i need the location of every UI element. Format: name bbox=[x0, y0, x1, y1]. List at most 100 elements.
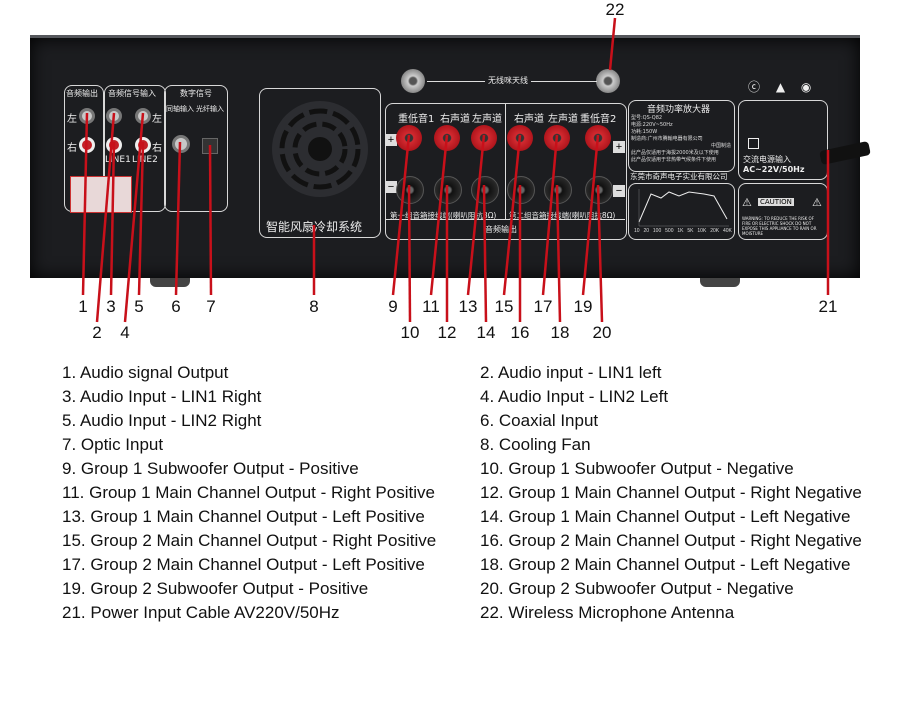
plus-sign: + bbox=[385, 134, 397, 146]
callout-number: 16 bbox=[510, 323, 530, 342]
callout-number: 15 bbox=[494, 297, 514, 316]
label: 无线咪天线 bbox=[485, 75, 531, 86]
callout-number: 19 bbox=[573, 297, 593, 316]
legend-item: 20. Group 2 Subwoofer Output - Negative bbox=[480, 579, 794, 598]
label: 音频输出 bbox=[485, 225, 517, 234]
label: 音频信号输入 bbox=[108, 89, 156, 98]
legend-item: 6. Coaxial Input bbox=[480, 411, 599, 430]
callout-lines bbox=[81, 17, 830, 323]
legend-item: 4. Audio Input - LIN2 Left bbox=[480, 387, 669, 406]
freq-tick: 500 bbox=[665, 228, 674, 234]
label: LINE1 bbox=[105, 155, 131, 165]
callout-number: 8 bbox=[309, 297, 319, 316]
legend-item: 14. Group 1 Main Channel Output - Left N… bbox=[480, 507, 851, 526]
legend-item: 18. Group 2 Main Channel Output - Left N… bbox=[480, 555, 851, 574]
warning-triangle-icon: ⚠ bbox=[742, 196, 752, 209]
frequency-response-chart bbox=[628, 183, 735, 240]
legend-item: 8. Cooling Fan bbox=[480, 435, 591, 454]
legend-item: 21. Power Input Cable AV220V/50Hz bbox=[62, 603, 340, 622]
callout-number: 22 bbox=[605, 0, 625, 19]
callout-number: 4 bbox=[120, 323, 130, 342]
antenna-connector-1[interactable] bbox=[401, 69, 425, 93]
legend-item: 17. Group 2 Main Channel Output - Left P… bbox=[62, 555, 425, 574]
amplifier-rear-panel: 音频输出 音频信号输入 数字信号 同轴输入 光纤输入 左 右 左 右 LINE1… bbox=[30, 35, 871, 278]
label: 音频输出 bbox=[66, 89, 98, 98]
callout-number: 7 bbox=[206, 297, 216, 316]
frequency-curve-icon bbox=[638, 189, 729, 227]
divider bbox=[385, 219, 625, 220]
antenna-connector-2[interactable] bbox=[596, 69, 620, 93]
callout-number: 3 bbox=[106, 297, 116, 316]
callout-number: 10 bbox=[400, 323, 420, 342]
label: LINE2 bbox=[132, 155, 158, 165]
legend-item: 1. Audio signal Output bbox=[62, 363, 229, 382]
label: 数字信号 bbox=[180, 89, 212, 98]
nameplate-line: 制造商:广州市腾翰电器有限公司 bbox=[631, 136, 703, 142]
device-foot bbox=[150, 275, 190, 287]
label: WARNING: TO REDUCE THE RISK OF FIRE OR E… bbox=[742, 216, 817, 236]
label: 交流电源输入 bbox=[743, 155, 791, 164]
label: 重低音2 bbox=[580, 114, 617, 125]
legend-item: 5. Audio Input - LIN2 Right bbox=[62, 411, 262, 430]
callout-number: 12 bbox=[437, 323, 457, 342]
freq-tick: 10 bbox=[634, 228, 640, 234]
digital-signal-group bbox=[164, 85, 228, 212]
label: 第一组音箱接线端(喇叭阻抗8Ω) bbox=[390, 211, 497, 220]
callout-number: 13 bbox=[458, 297, 478, 316]
minus-sign: − bbox=[385, 181, 397, 193]
nameplate-line: 型号:QS-Q82 bbox=[631, 115, 663, 121]
legend-item: 9. Group 1 Subwoofer Output - Positive bbox=[62, 459, 359, 478]
label: 右 bbox=[152, 143, 162, 154]
legend-item: 12. Group 1 Main Channel Output - Right … bbox=[480, 483, 862, 502]
label: AC~22V/50Hz bbox=[743, 165, 805, 174]
callout-number: 1 bbox=[78, 297, 88, 316]
legend-item: 11. Group 1 Main Channel Output - Right … bbox=[62, 483, 435, 502]
warning-triangle-icon: ⚠ bbox=[812, 196, 822, 209]
legend-item: 7. Optic Input bbox=[62, 435, 164, 454]
nameplate-line: 功耗:150W bbox=[631, 129, 658, 135]
label: 左 bbox=[152, 114, 162, 125]
legend-item: 2. Audio input - LIN1 left bbox=[480, 363, 662, 382]
label: 左声道 bbox=[472, 114, 502, 125]
qr-label-sticker bbox=[70, 176, 132, 213]
callout-number: 11 bbox=[422, 297, 440, 316]
nameplate-line: 电源:220V~50Hz bbox=[631, 122, 673, 128]
freq-tick: 100 bbox=[652, 228, 662, 234]
label: 同轴输入 bbox=[166, 105, 194, 113]
legend-item: 15. Group 2 Main Channel Output - Right … bbox=[62, 531, 437, 550]
nameplate-line: 中国制造 bbox=[710, 143, 731, 149]
legend-item: 3. Audio Input - LIN1 Right bbox=[62, 387, 262, 406]
label: CAUTION bbox=[758, 198, 794, 206]
double-insulation-icon bbox=[748, 138, 759, 149]
legend-item: 16. Group 2 Main Channel Output - Right … bbox=[480, 531, 862, 550]
legend-item: 10. Group 1 Subwoofer Output - Negative bbox=[480, 459, 794, 478]
power-input-label bbox=[738, 100, 828, 180]
speaker-terminal-group bbox=[385, 103, 627, 240]
callout-number: 5 bbox=[134, 297, 144, 316]
callout-number: 14 bbox=[476, 323, 496, 342]
certification-icons: ⓒ ▲ ◉ bbox=[748, 80, 818, 94]
freq-tick: 1K bbox=[677, 228, 684, 234]
callout-number: 21 bbox=[818, 297, 838, 316]
callout-number: 18 bbox=[550, 323, 570, 342]
legend-item: 19. Group 2 Subwoofer Output - Positive bbox=[62, 579, 369, 598]
callout-number: 9 bbox=[388, 297, 398, 316]
nameplate-line: 此产品仅适用于海拔2000米及以下使用 bbox=[631, 150, 719, 156]
label: 右 bbox=[67, 143, 77, 154]
label: 第二组音箱接线端(喇叭阻抗8Ω) bbox=[509, 211, 616, 220]
plus-sign: + bbox=[613, 141, 625, 153]
label: 左 bbox=[67, 114, 77, 125]
freq-tick: 20 bbox=[643, 228, 650, 234]
label: 重低音1 bbox=[398, 114, 435, 125]
nameplate bbox=[628, 100, 735, 172]
nameplate-title: 音频功率放大器 bbox=[647, 105, 711, 115]
callout-number: 17 bbox=[533, 297, 553, 316]
label: 右声道 bbox=[514, 114, 544, 125]
freq-tick: 5K bbox=[687, 228, 694, 234]
divider bbox=[505, 104, 506, 219]
label: 左声道 bbox=[548, 114, 578, 125]
fan-grille-icon bbox=[272, 101, 368, 197]
callout-number: 2 bbox=[92, 323, 102, 342]
